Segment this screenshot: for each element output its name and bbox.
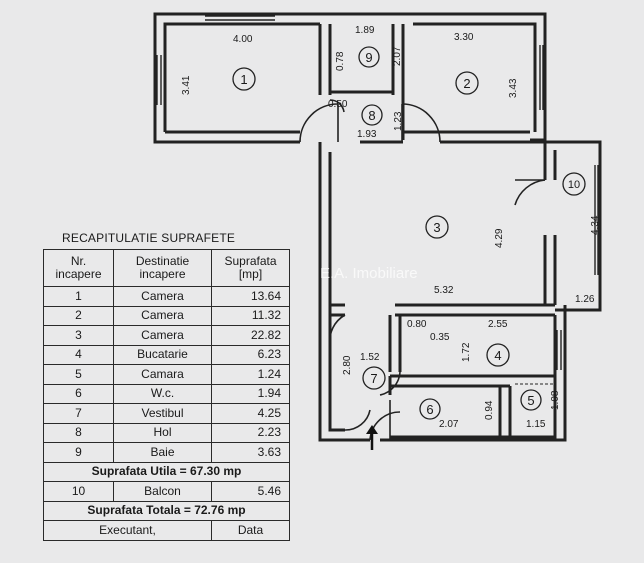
svg-text:1.08: 1.08: [550, 390, 561, 410]
row-nr: 3: [43, 325, 114, 346]
svg-text:1.15: 1.15: [526, 419, 546, 430]
table-row: 4 Bucatarie 6.23: [43, 344, 290, 365]
plan-doors: [299, 99, 546, 441]
total-area: Suprafata Totala = 72.76 mp: [43, 500, 290, 521]
table-row: 3 Camera 22.82: [43, 325, 290, 346]
row-suprafata: 13.64: [211, 286, 290, 307]
row-destinatie: Balcon: [113, 481, 212, 502]
row-suprafata: 6.23: [211, 344, 290, 365]
svg-text:3.41: 3.41: [181, 75, 192, 95]
svg-text:2.07: 2.07: [392, 46, 403, 66]
plan-walls: [153, 12, 602, 442]
svg-text:1.89: 1.89: [355, 25, 375, 36]
svg-text:0.94: 0.94: [484, 400, 495, 420]
room-10-number: 10: [568, 179, 580, 191]
row-suprafata: 1.24: [211, 364, 290, 385]
room-9-number: 9: [365, 50, 372, 65]
footer-row: Executant, Data: [43, 520, 290, 541]
table-header-row: Nr. incapere Destinatie incapere Suprafa…: [43, 249, 290, 287]
row-destinatie: Bucatarie: [113, 344, 212, 365]
room-1-number: 1: [240, 72, 247, 87]
svg-text:0.35: 0.35: [430, 332, 450, 343]
svg-text:1.93: 1.93: [357, 129, 377, 140]
svg-text:3.30: 3.30: [454, 32, 474, 43]
row-suprafata: 11.32: [211, 305, 290, 326]
table-row: 7 Vestibul 4.25: [43, 403, 290, 424]
header-nr: Nr. incapere: [43, 249, 114, 287]
row-destinatie: Vestibul: [113, 403, 212, 424]
svg-text:1.52: 1.52: [360, 352, 380, 363]
table-row: 8 Hol 2.23: [43, 422, 290, 443]
row-nr: 9: [43, 442, 114, 463]
row-nr: 8: [43, 422, 114, 443]
row-suprafata: 3.63: [211, 442, 290, 463]
table-row: 1 Camera 13.64: [43, 286, 290, 307]
data-label: Data: [211, 520, 290, 541]
row-suprafata: 2.23: [211, 422, 290, 443]
dimension-labels: 4.00 3.41 3.30 3.43 1.89 2.07 0.78 0.50 …: [181, 25, 601, 430]
svg-text:2.07: 2.07: [439, 419, 459, 430]
row-destinatie: Camera: [113, 286, 212, 307]
room-5-number: 5: [527, 393, 534, 408]
row-suprafata: 4.25: [211, 403, 290, 424]
svg-text:1.23: 1.23: [393, 111, 404, 131]
svg-text:3.43: 3.43: [508, 78, 519, 98]
entrance-arrow-icon: [366, 425, 378, 450]
svg-text:1.26: 1.26: [575, 294, 595, 305]
plan-windows: [156, 15, 599, 370]
room-7-number: 7: [370, 371, 377, 386]
useful-area-total: Suprafata Utila = 67.30 mp: [43, 461, 290, 482]
row-nr: 1: [43, 286, 114, 307]
row-destinatie: W.c.: [113, 383, 212, 404]
room-8-number: 8: [368, 108, 375, 123]
svg-text:0.80: 0.80: [407, 319, 427, 330]
room-4-number: 4: [494, 348, 501, 363]
watermark: E.A. Imobiliare: [320, 265, 418, 282]
svg-text:5.32: 5.32: [434, 285, 454, 296]
row-nr: 10: [43, 481, 114, 502]
svg-text:1.72: 1.72: [461, 342, 472, 362]
header-destinatie: Destinatie incapere: [113, 249, 212, 287]
row-suprafata: 22.82: [211, 325, 290, 346]
svg-text:0.78: 0.78: [335, 51, 346, 71]
balcony-row: 10 Balcon 5.46: [43, 481, 290, 502]
room-markers: [232, 46, 586, 420]
svg-text:E.A. Imobiliare: E.A. Imobiliare: [320, 265, 418, 282]
room-6-number: 6: [426, 402, 433, 417]
table-row: 5 Camara 1.24: [43, 364, 290, 385]
row-destinatie: Baie: [113, 442, 212, 463]
room-numbers: 1 2 3 4 5 6 7 8 9 10: [240, 50, 580, 417]
total-area-row: Suprafata Totala = 72.76 mp: [43, 500, 290, 521]
surface-summary-table: Nr. incapere Destinatie incapere Suprafa…: [43, 249, 290, 541]
row-destinatie: Camera: [113, 325, 212, 346]
svg-text:2.80: 2.80: [342, 355, 353, 375]
row-nr: 4: [43, 344, 114, 365]
row-nr: 7: [43, 403, 114, 424]
row-destinatie: Hol: [113, 422, 212, 443]
svg-text:2.55: 2.55: [488, 319, 508, 330]
header-suprafata: Suprafata [mp]: [211, 249, 290, 287]
room-3-number: 3: [433, 220, 440, 235]
table-title: RECAPITULATIE SUPRAFETE: [62, 231, 236, 245]
row-destinatie: Camara: [113, 364, 212, 385]
svg-text:0.50: 0.50: [328, 99, 348, 110]
table-row: 2 Camera 11.32: [43, 305, 290, 326]
table-row: 6 W.c. 1.94: [43, 383, 290, 404]
row-nr: 2: [43, 305, 114, 326]
row-suprafata: 5.46: [211, 481, 290, 502]
table-row: 9 Baie 3.63: [43, 442, 290, 463]
row-destinatie: Camera: [113, 305, 212, 326]
svg-text:4.00: 4.00: [233, 34, 253, 45]
row-nr: 6: [43, 383, 114, 404]
row-suprafata: 1.94: [211, 383, 290, 404]
room-2-number: 2: [463, 76, 470, 91]
row-nr: 5: [43, 364, 114, 385]
useful-area-row: Suprafata Utila = 67.30 mp: [43, 461, 290, 482]
svg-text:4.29: 4.29: [494, 228, 505, 248]
svg-text:4.34: 4.34: [590, 215, 601, 235]
executant-label: Executant,: [43, 520, 212, 541]
